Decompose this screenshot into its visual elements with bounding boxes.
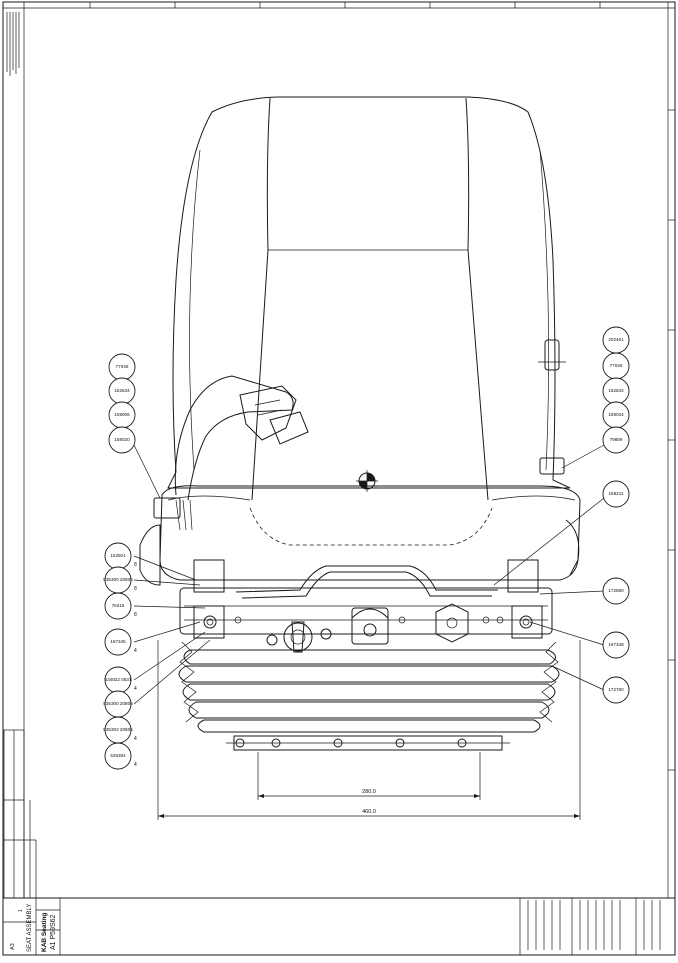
brand-name: KAB Seating bbox=[41, 913, 48, 952]
svg-text:4: 4 bbox=[134, 686, 137, 692]
svg-text:535300 20806: 535300 20806 bbox=[103, 701, 133, 706]
quantities-left: 8 8 8 4 4 4 4 bbox=[134, 562, 137, 768]
svg-text:152634: 152634 bbox=[114, 388, 130, 393]
balloon-left-1: 77048 bbox=[108, 353, 136, 381]
svg-text:202461: 202461 bbox=[608, 337, 624, 342]
issue-number: 1 bbox=[18, 909, 24, 912]
svg-text:535302 20806: 535302 20806 bbox=[103, 727, 133, 732]
title-block: A1 P59S62 KAB Seating SEAT ASSEMBLY A3 1 bbox=[2, 897, 676, 956]
revision-table bbox=[527, 900, 661, 950]
svg-text:172880: 172880 bbox=[608, 588, 624, 593]
leaders-left bbox=[133, 444, 211, 705]
svg-text:167345: 167345 bbox=[110, 639, 126, 644]
bellows bbox=[178, 641, 560, 751]
dimension-inner: 280.0 bbox=[362, 789, 376, 795]
balloon-left-7: 76315 bbox=[104, 592, 132, 620]
svg-text:77046: 77046 bbox=[610, 363, 623, 368]
balloon-right-9: 172780 bbox=[602, 676, 630, 704]
svg-text:77048: 77048 bbox=[116, 364, 129, 369]
balloons-left-group: 77048 152634 159006 158020 152501 535300… bbox=[103, 353, 136, 770]
svg-text:76315: 76315 bbox=[112, 603, 125, 608]
svg-text:8: 8 bbox=[134, 562, 137, 568]
balloon-left-9: 534822 0831 bbox=[104, 666, 132, 694]
svg-text:4: 4 bbox=[134, 648, 137, 654]
svg-text:4: 4 bbox=[134, 762, 137, 768]
balloon-right-7: 172880 bbox=[602, 577, 630, 605]
svg-text:535300 20806: 535300 20806 bbox=[103, 577, 133, 582]
svg-text:79889: 79889 bbox=[610, 437, 623, 442]
balloon-left-3: 159006 bbox=[108, 401, 136, 429]
balloon-left-12: 536384 bbox=[104, 742, 132, 770]
balloon-right-6: 158211 bbox=[602, 480, 630, 508]
svg-text:159006: 159006 bbox=[114, 412, 130, 417]
svg-text:8: 8 bbox=[134, 586, 137, 592]
balloon-left-5: 152501 bbox=[104, 542, 132, 570]
balloon-left-11: 535302 20806 bbox=[103, 716, 133, 744]
balloon-left-2: 152634 bbox=[108, 377, 136, 405]
balloon-right-4: 159034 bbox=[602, 401, 630, 429]
svg-text:152501: 152501 bbox=[110, 553, 126, 558]
drawing-title: SEAT ASSEMBLY bbox=[27, 904, 33, 952]
svg-text:167348: 167348 bbox=[608, 642, 624, 647]
balloon-left-6: 535300 20806 bbox=[103, 566, 133, 594]
svg-text:159034: 159034 bbox=[608, 412, 624, 417]
balloon-right-8: 167348 bbox=[602, 631, 630, 659]
dimension-outer: 460.0 bbox=[362, 809, 376, 815]
drawing-number: A1 P59S62 bbox=[50, 914, 57, 950]
approval-block bbox=[3, 729, 37, 899]
svg-text:536384: 536384 bbox=[110, 753, 126, 758]
svg-text:158020: 158020 bbox=[114, 437, 130, 442]
seat-cushion bbox=[139, 485, 581, 586]
svg-text:158211: 158211 bbox=[609, 491, 624, 496]
zone-ticks-right bbox=[668, 109, 675, 771]
svg-text:8: 8 bbox=[134, 612, 137, 618]
balloon-left-8: 167345 bbox=[104, 628, 132, 656]
sheet-size: A3 bbox=[10, 943, 16, 950]
svg-text:172780: 172780 bbox=[608, 687, 624, 692]
balloon-left-4: 158020 bbox=[108, 426, 136, 454]
suspension-frame bbox=[179, 559, 553, 653]
general-notes bbox=[6, 12, 20, 76]
seat-belt bbox=[174, 375, 309, 501]
leaders-right bbox=[493, 444, 605, 691]
svg-text:534822 0831: 534822 0831 bbox=[105, 677, 132, 682]
zone-ticks-top bbox=[89, 2, 601, 8]
balloon-right-2: 77046 bbox=[602, 352, 630, 380]
dimension-inner-group: 280.0 bbox=[257, 752, 481, 800]
balloons-right-group: 202461 77046 152634 159034 79889 158211 … bbox=[602, 326, 630, 704]
balloon-right-1: 202461 bbox=[602, 326, 630, 354]
dimension-outer-group: 460.0 bbox=[157, 640, 581, 820]
backrest bbox=[167, 96, 571, 501]
balloon-left-10: 535300 20806 bbox=[103, 690, 133, 718]
svg-text:4: 4 bbox=[134, 736, 137, 742]
svg-text:152634: 152634 bbox=[608, 388, 624, 393]
balloon-right-5: 79889 bbox=[602, 426, 630, 454]
balloon-right-3: 152634 bbox=[602, 377, 630, 405]
